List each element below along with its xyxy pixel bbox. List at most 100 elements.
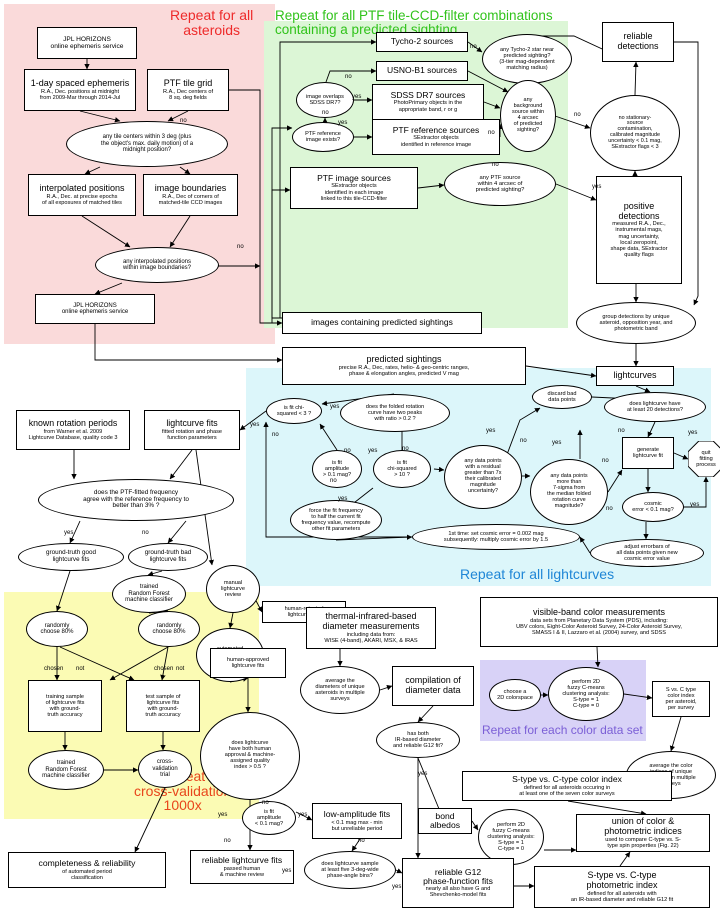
node-tycho: Tycho-2 sources (376, 32, 468, 52)
edge-label-yes: yes (392, 884, 402, 890)
connector-arrow (684, 476, 709, 508)
edge-label-yes: yes (592, 184, 602, 190)
node-lowamp: low-amplitude fits< 0.1 mag max - min bu… (312, 803, 402, 839)
edge-label-no: no (180, 118, 187, 124)
connector-arrow (69, 520, 81, 544)
node-rf2: trained Random Forest machine classifier (28, 750, 104, 790)
node-title: discard bad data points (547, 390, 577, 403)
connector-arrow (567, 800, 647, 816)
node-title: PTF image sources (317, 173, 391, 184)
edge-label-no: no (345, 74, 352, 80)
node-subtitle: nearly all also have G and Shevchenko-mo… (425, 886, 491, 899)
node-title: S-type vs. C-type color index (512, 774, 622, 785)
node-q-ptfsrc: any PTF source within 4 arcsec of predic… (444, 162, 556, 206)
connector-arrow (635, 385, 651, 393)
node-subtitle: used to compare C-type vs. S- type spin … (605, 836, 681, 849)
node-rc80a: randomly choose 80% (26, 611, 88, 647)
node-subtitle: R.A., Dec. positions at midnight from 20… (39, 88, 121, 101)
node-title: cosmic error < 0.1 mag? (632, 500, 674, 513)
node-title: training sample of lightcurve fits with … (45, 693, 85, 719)
node-title: perform 2D fuzzy C-means clustering anal… (487, 821, 535, 853)
edge-label-yes: yes (352, 94, 362, 100)
node-subtitle: SExtractor objects identified in referen… (400, 135, 472, 148)
node-title: Tycho-2 sources (390, 36, 454, 47)
node-subtitle: SExtractor objects identified in each im… (320, 183, 388, 202)
node-title: any background source within 4 arcsec of… (511, 97, 545, 133)
node-title: any interpolated positions within image … (122, 258, 192, 271)
node-discard: discard bad data points (532, 385, 592, 409)
edge-label-yes: yes (298, 812, 308, 818)
node-subtitle: defined for all asteroids with an IR-bas… (570, 890, 674, 903)
node-gtbad: ground-truth bad lightcurve fits (128, 543, 208, 571)
node-title: compilation of diameter data (405, 675, 461, 695)
node-gtgood: ground-truth good lightcurve fits (18, 543, 124, 571)
node-title: human-approved lightcurve fits (226, 656, 270, 669)
node-title: image overlaps SDSS DR7? (306, 93, 344, 106)
connector-arrow (169, 215, 191, 248)
node-subtitle: from Warner et al. 2009 Lightcurve Datab… (28, 428, 118, 441)
node-quit: quit fitting process (688, 441, 720, 477)
edge-label-no: no (402, 446, 409, 452)
node-title: JPL HORIZONS online ephemeris service (61, 302, 129, 315)
node-testset: test sample of lightcurve fits with grou… (126, 680, 200, 732)
node-title: any tile centers within 3 deg (plus the … (100, 134, 194, 154)
node-rf1: trained Random Forest machine classifier (112, 575, 186, 613)
connector-arrow (554, 115, 591, 129)
node-q-chi10: is fit chi-squared > 10 ? (373, 450, 431, 488)
edge-label-yes: yes (552, 440, 562, 446)
connector-arrow (555, 183, 597, 201)
connector-arrow (167, 110, 189, 122)
region-green-label: Repeat for all PTF tile-CCD-filter combi… (275, 8, 553, 38)
node-title: 1st time: set cosmic error = 0.002 mag s… (443, 530, 549, 543)
connector-arrow (467, 70, 509, 93)
node-title: group detections by unique asteroid, opp… (599, 313, 673, 333)
connector-arrow (325, 68, 377, 83)
connector-arrow (263, 421, 412, 538)
node-title: is fit amplitude > 0.1 mag? (322, 459, 352, 479)
node-title: any Tycho-2 star near predicted sighting… (499, 46, 555, 72)
connector-arrow (417, 705, 434, 723)
node-title: is fit amplitude < 0.1 mag? (254, 808, 284, 828)
node-fuzzy1: perform 2D fuzzy C-means clustering anal… (548, 667, 624, 721)
node-fuzzy2: perform 2D fuzzy C-means clustering anal… (478, 809, 544, 865)
node-q-refimg: PTF reference image exists? (292, 122, 354, 152)
edge-label-yes: yes (338, 120, 348, 126)
connector-arrow (674, 41, 699, 306)
connector-arrow (228, 612, 234, 629)
node-title: randomly choose 80% (152, 622, 186, 635)
node-q-agree: does the PTF-fitted frequency agree with… (38, 479, 234, 521)
edge-label-no: no (470, 44, 477, 50)
connector-arrow (673, 452, 689, 460)
node-q-both: does lightcurve have both human approval… (200, 712, 300, 800)
node-title: is fit chi-squared > 10 ? (387, 459, 417, 479)
edge-label-no: no (142, 530, 149, 536)
node-title: known rotation periods (28, 418, 118, 429)
node-title: positive detections (618, 200, 660, 221)
node-title: USNO-B1 sources (387, 65, 457, 76)
region-purple-label: Repeat for each color data set (482, 723, 643, 737)
node-subtitle: < 0.1 mag max - min but unreliable perio… (331, 819, 383, 832)
node-thermal: thermal-infrared-based diameter measurem… (306, 607, 436, 649)
node-manual: manual lightcurve review (206, 565, 260, 613)
connector-arrow (271, 125, 293, 319)
edge-label-no: no (322, 110, 329, 116)
connector-arrow (84, 166, 101, 175)
node-adjust: adjust errorbars of all data points give… (590, 539, 704, 567)
connector-arrow (109, 646, 169, 681)
node-subtitle: of automated period classification (62, 868, 112, 881)
node-q-nostat: no stationary- source contamination, cal… (590, 95, 680, 171)
edge-label-yes: yes (250, 422, 260, 428)
node-q-cosmicset: 1st time: set cosmic error = 0.002 mag s… (412, 524, 580, 550)
